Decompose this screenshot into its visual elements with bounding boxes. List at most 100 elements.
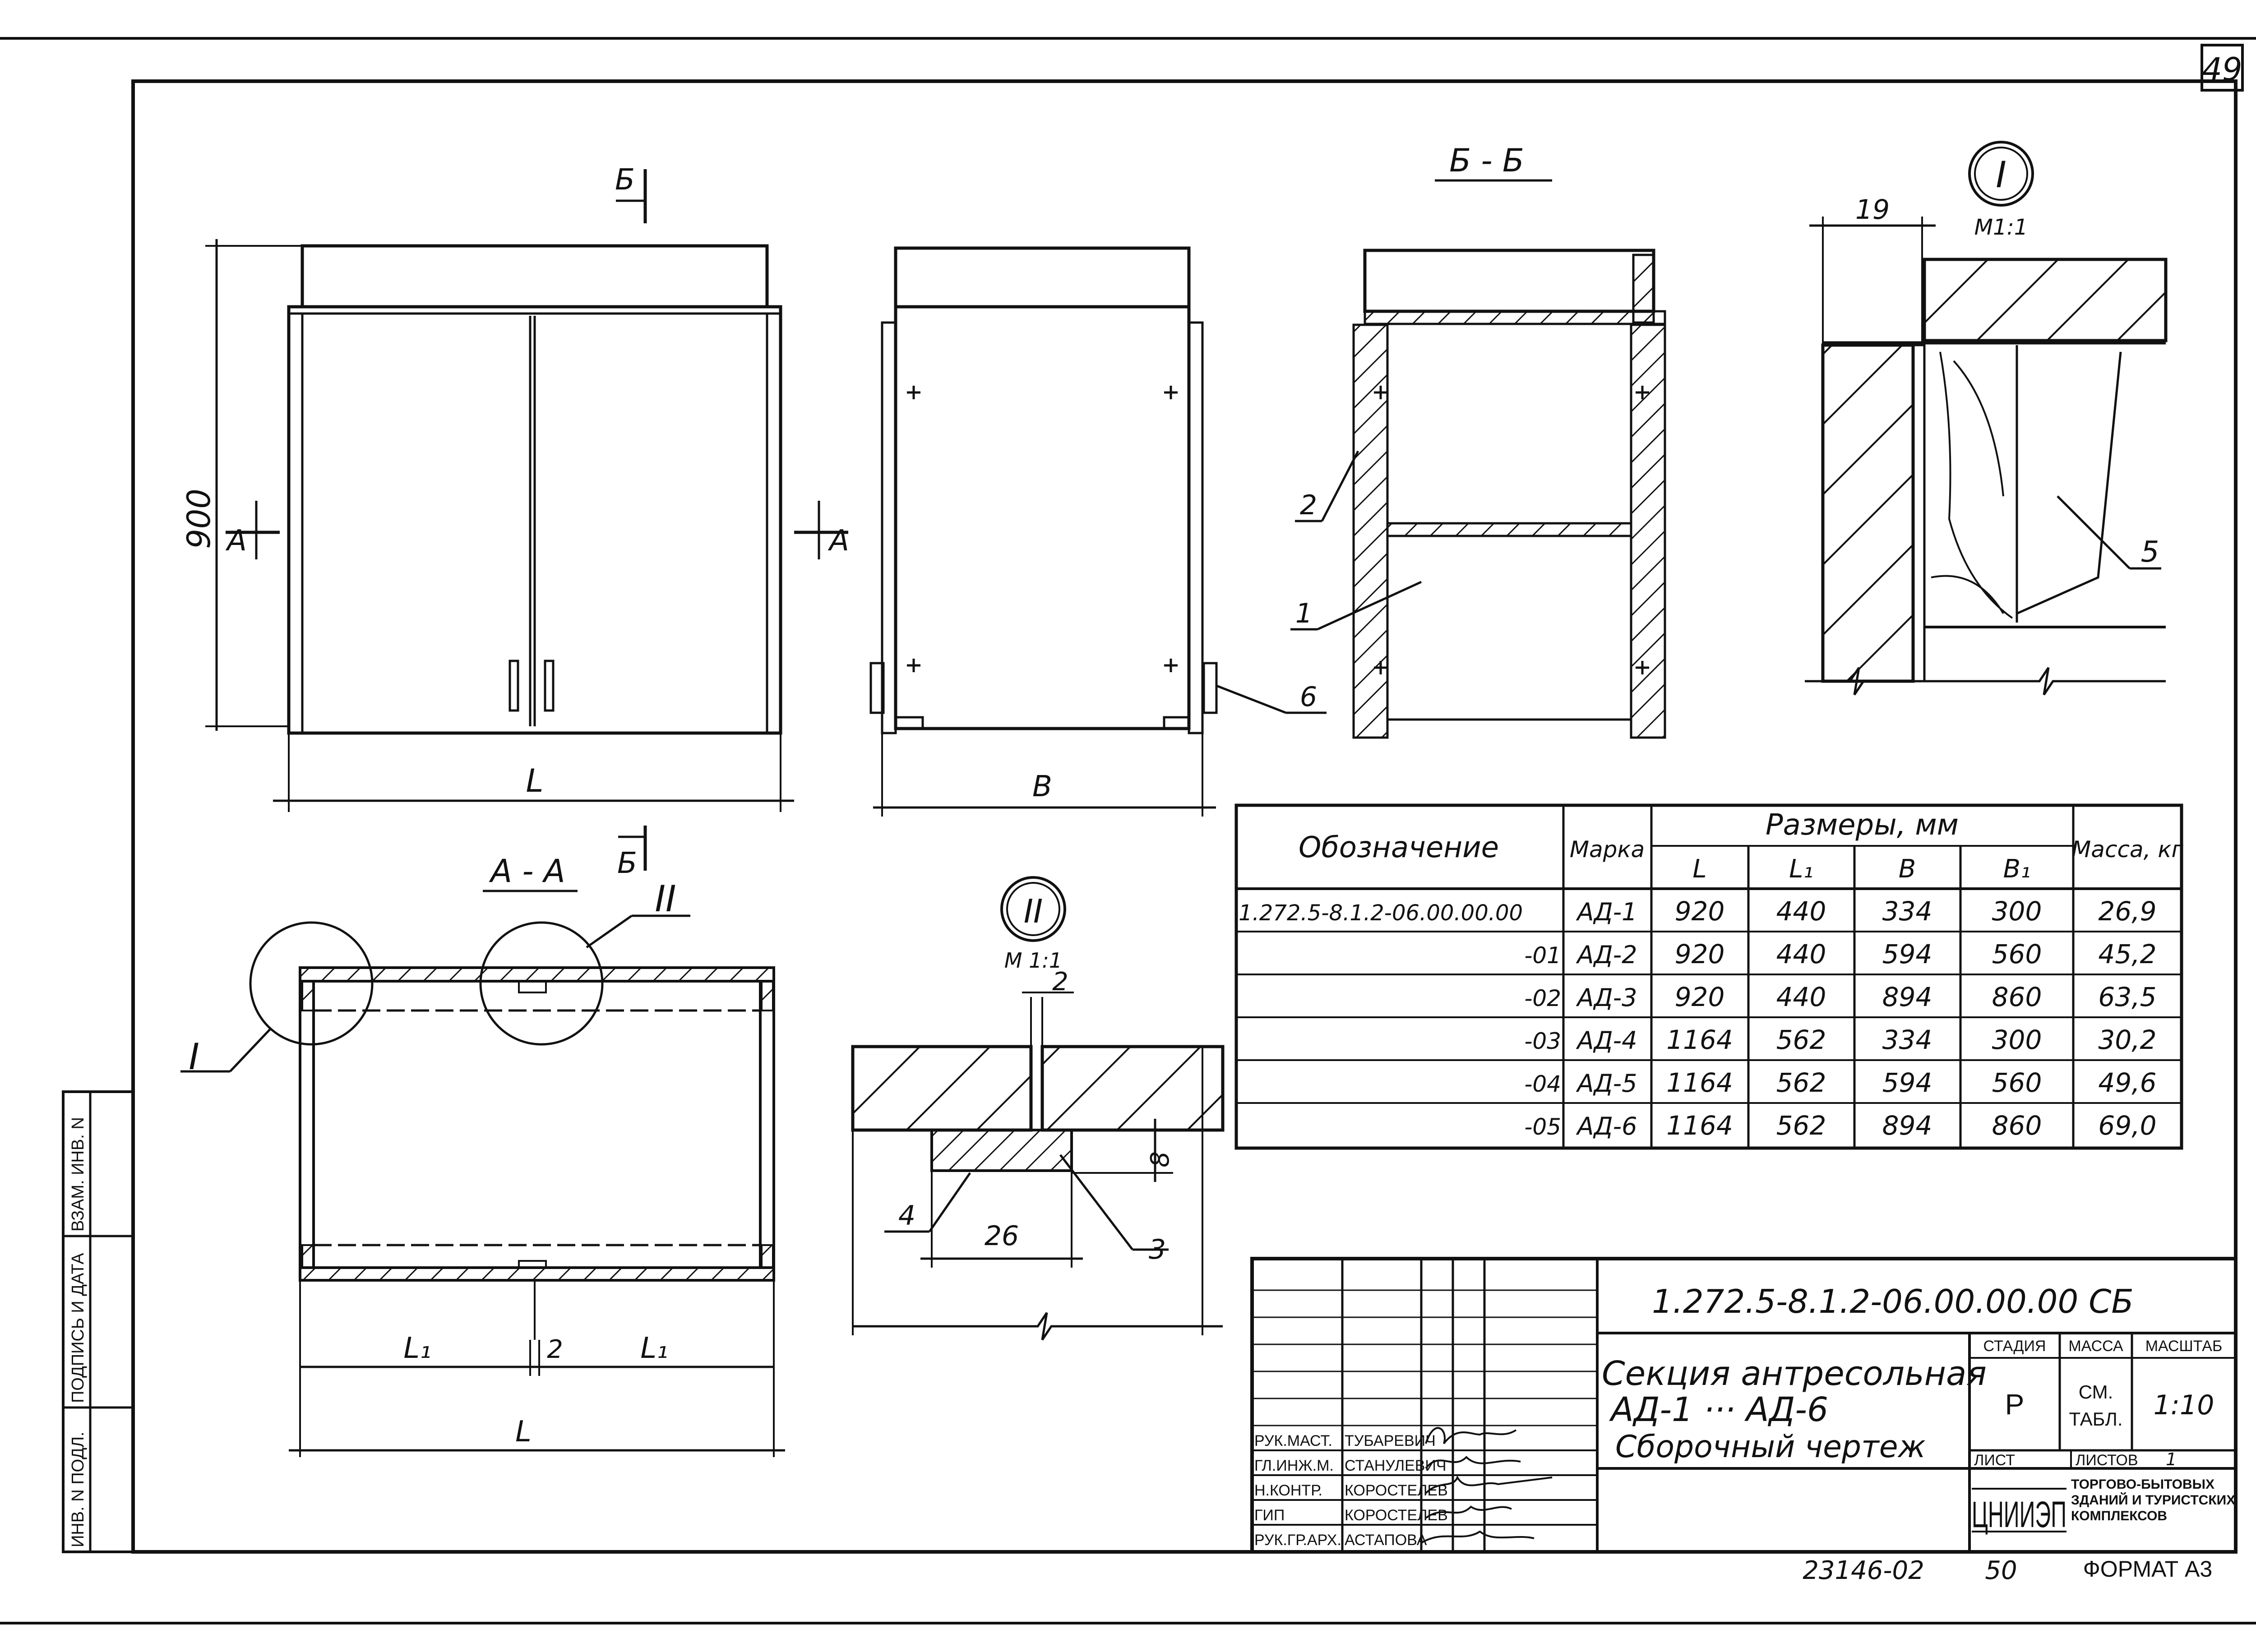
doc-code: 1.272.5-8.1.2-06.00.00.00 СБ	[1652, 1283, 2134, 1320]
table-cell-b1: 860	[1992, 982, 2042, 1012]
detail-1-title: I	[1996, 154, 2006, 196]
role-label: ГЛ.ИНЖ.М.	[1254, 1457, 1334, 1474]
detail-2-dim-26: 26	[985, 1220, 1019, 1252]
section-aa-title: А - А	[489, 853, 565, 890]
footer-number: 23146-02	[1803, 1556, 1924, 1585]
table-row: -01 АД-2 920 440 594 560 45,2	[1524, 939, 2156, 969]
table-cell-mark: АД-3	[1576, 983, 1637, 1012]
drawing-frame	[131, 79, 2238, 1554]
table-cell-b: 894	[1882, 982, 1932, 1012]
table-cell-l: 920	[1675, 896, 1725, 927]
table-cell-mark: АД-5	[1576, 1069, 1637, 1098]
table-row: -03 АД-4 1164 562 334 300 30,2	[1524, 1024, 2156, 1055]
doc-title-line1: Секция антресольная	[1602, 1354, 1987, 1393]
org-line3: КОМПЛЕКСОВ	[2071, 1509, 2167, 1523]
table-header-designation: Обозначение	[1299, 831, 1499, 864]
front-width-dim: L	[526, 762, 544, 799]
door-handle	[509, 660, 519, 712]
table-row: -02 АД-3 920 440 894 860 63,5	[1524, 982, 2156, 1012]
scale-value: 1:10	[2154, 1389, 2214, 1421]
footer-page: 50	[1985, 1556, 2017, 1585]
table-cell-l1: 562	[1776, 1110, 1826, 1141]
sheet-label: ЛИСТ	[1974, 1452, 2015, 1469]
callout-6: 6	[1300, 681, 1317, 713]
doc-title-line3: Сборочный чертеж	[1615, 1429, 1926, 1465]
callout-3: 3	[1149, 1234, 1166, 1265]
detail-2-scale: М 1:1	[1004, 948, 1062, 973]
detail-1-dim-19: 19	[1855, 194, 1890, 226]
org-line1: ТОРГОВО-БЫТОВЫХ	[2071, 1477, 2214, 1492]
table-cell-l1: 562	[1776, 1067, 1826, 1098]
dim-l1-right: L₁	[640, 1332, 668, 1365]
scale-label: МАСШТАБ	[2145, 1338, 2223, 1355]
spec-table: Обозначение Марка Размеры, мм L L₁ B B₁ …	[1234, 803, 2184, 1150]
section-bb: Б - Б 2 1	[1290, 142, 1666, 739]
table-cell-l1: 562	[1776, 1024, 1826, 1055]
table-cell-designation: 1.272.5-8.1.2-06.00.00.00	[1239, 900, 1523, 926]
role-label: ГИП	[1254, 1507, 1285, 1524]
table-cell-mark: АД-1	[1576, 898, 1637, 926]
mass-value-2: ТАБЛ.	[2069, 1408, 2122, 1430]
table-cell-l: 1164	[1666, 1024, 1733, 1055]
detail-ref-2: II	[655, 878, 676, 920]
page-number: 49	[2202, 51, 2242, 88]
table-cell-designation: -01	[1524, 942, 1561, 969]
table-header-l1: L₁	[1789, 854, 1813, 884]
table-cell-mark: АД-4	[1576, 1026, 1637, 1055]
table-cell-b: 894	[1882, 1110, 1932, 1141]
detail-2: II М 1:1 2 8 26 4 3	[851, 876, 1225, 1341]
detail-ref-1: I	[189, 1036, 199, 1078]
table-header-b1: B₁	[2003, 854, 2031, 884]
table-cell-mark: АД-6	[1576, 1112, 1637, 1140]
detail-2-title: II	[1024, 892, 1043, 930]
table-cell-designation: -05	[1524, 1114, 1561, 1140]
sheets-label: ЛИСТОВ	[2076, 1452, 2138, 1469]
table-cell-l: 1164	[1666, 1110, 1733, 1141]
detail-2-dim-2: 2	[1052, 967, 1068, 997]
table-cell-designation: -02	[1524, 985, 1561, 1011]
table-row: 1.272.5-8.1.2-06.00.00.00 АД-1 920 440 3…	[1239, 896, 2157, 927]
side-width-dim: B	[1032, 770, 1052, 803]
table-cell-mass: 63,5	[2098, 982, 2156, 1012]
table-cell-b1: 560	[1992, 1067, 2042, 1098]
stage-label: СТАДИЯ	[1983, 1338, 2046, 1355]
callout-4: 4	[898, 1200, 915, 1232]
table-cell-mark: АД-2	[1576, 941, 1637, 969]
detail-1-circle	[249, 921, 374, 1046]
table-header-l: L	[1692, 854, 1706, 884]
table-cell-designation: -03	[1524, 1028, 1561, 1054]
dim-l1-left: L₁	[403, 1332, 431, 1365]
section-mark-top: Б	[615, 163, 635, 197]
signature-row: РУК.МАСТ. ТУБАРЕВИЧ	[1254, 1432, 1436, 1449]
signature-row: ГЛ.ИНЖ.М. СТАНУЛЕВИЧ	[1254, 1457, 1447, 1474]
table-cell-b: 334	[1882, 896, 1932, 927]
detail-2-circle	[479, 921, 604, 1046]
detail-1: I М1:1 19 5	[1805, 141, 2168, 696]
side-stamp-sign: ПОДПИСЬ И ДАТА	[69, 1253, 88, 1403]
role-label: Н.КОНТР.	[1254, 1482, 1322, 1499]
table-cell-mass: 30,2	[2098, 1024, 2156, 1055]
callout-5: 5	[2141, 535, 2159, 569]
role-label: РУК.ГР.АРХ.	[1254, 1532, 1341, 1549]
side-view: B 6	[869, 246, 1327, 817]
section-mark-bottom: Б	[617, 847, 637, 880]
stage-value: Р	[2005, 1388, 2025, 1421]
section-mark-left: А	[225, 524, 247, 558]
dim-gap: 2	[547, 1335, 563, 1364]
table-row: -05 АД-6 1164 562 894 860 69,0	[1524, 1110, 2156, 1141]
table-cell-b: 334	[1882, 1024, 1932, 1055]
front-view: 900 L Б Б А А	[180, 163, 849, 880]
mass-label: МАССА	[2068, 1338, 2123, 1355]
org-line2: ЗДАНИЙ И ТУРИСТСКИХ	[2071, 1492, 2235, 1508]
footer-format: ФОРМАТ А3	[2083, 1556, 2212, 1582]
table-header-mark: Марка	[1570, 836, 1645, 863]
section-bb-title: Б - Б	[1449, 142, 1524, 179]
signature-row: Н.КОНТР. КОРОСТЕЛЕВ	[1254, 1482, 1448, 1499]
section-mark-right: А	[828, 524, 849, 558]
person-name: АСТАПОВА	[1345, 1532, 1427, 1549]
table-cell-mass: 69,0	[2098, 1110, 2156, 1141]
callout-2: 2	[1300, 489, 1317, 521]
table-row: -04 АД-5 1164 562 594 560 49,6	[1524, 1067, 2156, 1098]
front-height-dim: 900	[180, 489, 217, 549]
